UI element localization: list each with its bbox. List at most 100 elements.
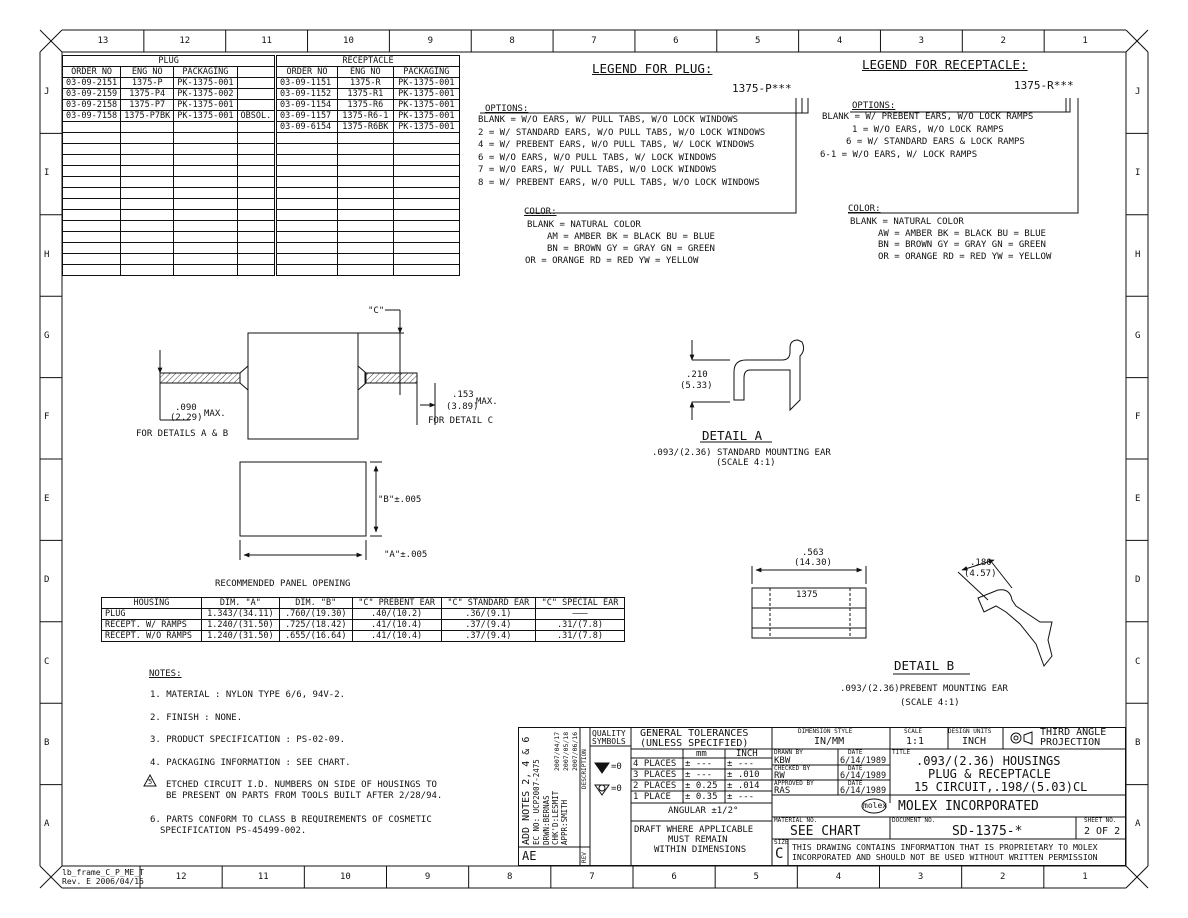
table-cell — [337, 176, 394, 188]
table-cell — [276, 143, 338, 155]
table-cell — [120, 264, 175, 276]
approved-by: RAS — [774, 786, 791, 796]
table-cell — [173, 198, 238, 210]
border-row-left: I — [44, 168, 50, 179]
for-detail-c: FOR DETAIL C — [428, 416, 494, 426]
tolerances-subtitle: (UNLESS SPECIFIED) — [640, 738, 749, 749]
table-cell: .37/(9.4) — [440, 630, 536, 642]
border-col-bottom: 2 — [1000, 872, 1006, 882]
border-col-bottom: 9 — [424, 872, 431, 882]
table-cell — [61, 132, 122, 144]
table-row — [276, 176, 461, 188]
frame-name: lb_frame_C_P_ME_T — [62, 868, 144, 877]
tolerance-places: 4 PLACES — [633, 759, 677, 769]
border-col-bottom: 4 — [835, 872, 842, 882]
table-cell — [120, 220, 175, 232]
drawing-title-line-2: PLUG & RECEPTACLE — [928, 767, 1051, 781]
legend-plug-color-label: COLOR: — [524, 207, 557, 217]
table-cell — [236, 176, 276, 188]
table-cell: PK-1375-001 — [392, 121, 461, 133]
legend-line: 7 = W/O EARS, W/ PULL TABS, W/O LOCK WIN… — [478, 165, 717, 176]
drawn-by: KBW — [774, 756, 791, 766]
table-cell — [120, 198, 175, 210]
revision-entry: ADD NOTES 2, 4 & 6 — [521, 736, 532, 845]
border-col-top: 5 — [754, 36, 761, 46]
draft-line-3: WITHIN DIMENSIONS — [654, 845, 747, 855]
border-col-top: 8 — [509, 36, 515, 46]
note-5-flag: 5 — [148, 778, 153, 786]
receptacle-end-view — [751, 566, 867, 639]
border-row-right: F — [1135, 412, 1141, 423]
tolerance-inch: ± .014 — [727, 781, 760, 791]
projection-line-1: THIRD ANGLE — [1040, 727, 1107, 738]
table-cell — [173, 231, 238, 243]
table-row — [276, 264, 461, 276]
molex-logo: molex — [863, 801, 888, 810]
table-cell — [120, 121, 175, 133]
table-cell: .31/(7.8) — [534, 630, 626, 642]
table-cell — [392, 132, 461, 144]
col-eng-no: ENG NO — [120, 66, 175, 78]
legend-line: 1 = W/O EARS, W/O LOCK RAMPS — [852, 124, 1004, 135]
table-cell — [276, 132, 338, 144]
table-cell — [337, 187, 394, 199]
dim-153-max: MAX. — [476, 397, 498, 407]
dimension-style-label: DIMENSION STYLE — [798, 728, 853, 735]
border-row-left: E — [44, 493, 50, 504]
table-cell — [337, 143, 394, 155]
table-cell: 1375-R6 — [337, 99, 394, 111]
table-cell: 1375-R — [337, 77, 394, 89]
table-cell — [392, 220, 461, 232]
col-order-no: ORDER NO — [61, 66, 122, 78]
table-cell — [173, 176, 238, 188]
col-packaging: PACKAGING — [392, 66, 461, 78]
table-row — [61, 242, 276, 254]
table-cell — [392, 209, 461, 221]
plug-table-title: PLUG — [61, 55, 276, 67]
table-cell — [120, 132, 175, 144]
table-cell: 1375-P7 — [120, 99, 175, 111]
table-cell: ——— — [534, 608, 626, 620]
border-row-right: J — [1135, 86, 1141, 97]
document-number: SD-1375-* — [952, 824, 1023, 839]
table-cell — [61, 121, 122, 133]
legend-leaders — [480, 98, 1079, 214]
panel-opening-title: RECOMMENDED PANEL OPENING — [215, 579, 351, 589]
table-cell — [276, 187, 338, 199]
table-row — [276, 132, 461, 144]
table-cell — [61, 176, 122, 188]
border-row-right: E — [1135, 493, 1141, 504]
border-col-top: 12 — [179, 36, 191, 46]
table-cell — [337, 154, 394, 166]
table-cell — [61, 264, 122, 276]
table-cell: 1375-R6BK — [337, 121, 394, 133]
table-cell — [120, 176, 175, 188]
table-cell — [276, 165, 338, 177]
table-cell — [337, 132, 394, 144]
table-cell — [173, 165, 238, 177]
legend-line: 6-1 = W/O EARS, W/ LOCK RAMPS — [820, 149, 978, 160]
border-col-top: 2 — [1000, 36, 1006, 46]
table-cell — [61, 154, 122, 166]
panel-table-header: HOUSING — [101, 597, 202, 609]
border-row-right: I — [1135, 168, 1141, 179]
dimension-style: IN/MM — [814, 736, 845, 747]
table-cell — [337, 264, 394, 276]
table-cell: OBSOL. — [236, 110, 276, 122]
table-row — [276, 231, 461, 243]
legend-receptacle-title: LEGEND FOR RECEPTACLE: — [862, 57, 1028, 72]
border-col-bottom: 11 — [257, 872, 269, 882]
table-cell: .36/(9.1) — [440, 608, 536, 620]
col-order-no: ORDER NO — [276, 66, 338, 78]
legend-receptacle-code: 1375-R*** — [1014, 79, 1074, 92]
panel-dim-b: "B"±.005 — [378, 495, 422, 505]
table-cell: 03-09-2158 — [61, 99, 122, 111]
panel-table-header: "C" SPECIAL EAR — [534, 597, 626, 609]
col-eng-no: ENG NO — [337, 66, 394, 78]
table-cell: .41/(10.4) — [351, 630, 442, 642]
table-cell — [236, 121, 276, 133]
note-item: 3. PRODUCT SPECIFICATION : PS-02-09. — [150, 735, 346, 745]
